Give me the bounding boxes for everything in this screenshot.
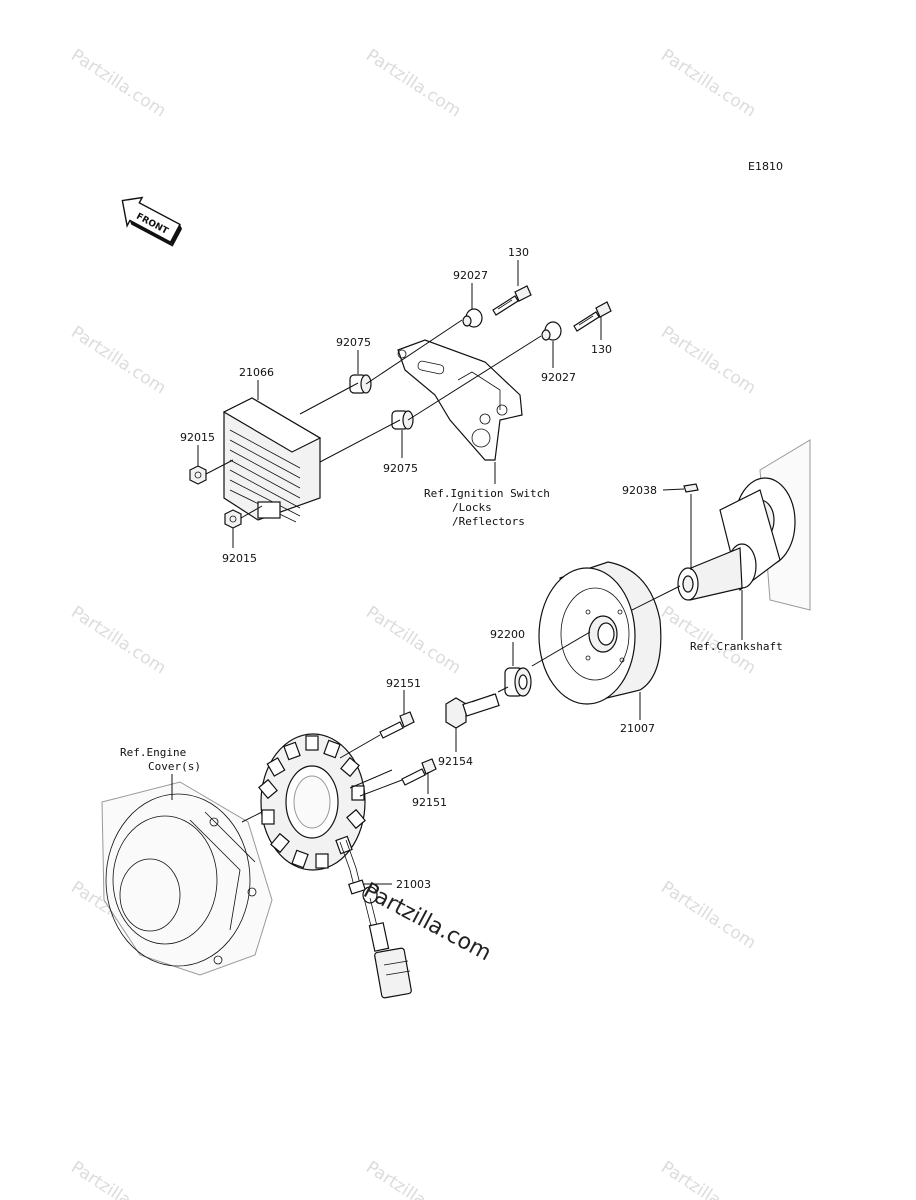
- watermark: Partzilla.com: [362, 1157, 464, 1200]
- watermark: Partzilla.com: [67, 322, 169, 398]
- label-92200: 92200: [490, 628, 525, 641]
- ref-engine: Ref.Engine: [120, 746, 186, 759]
- label-21007: 21007: [620, 722, 655, 735]
- bolt-130-right: [573, 301, 612, 332]
- label-92075-bottom: 92075: [383, 462, 418, 475]
- watermark: Partzilla.com: [657, 877, 759, 953]
- reference-labels: Ref.Ignition Switch /Locks /Reflectors R…: [120, 487, 783, 773]
- rotor-flywheel: [538, 561, 662, 705]
- label-130-top: 130: [508, 246, 529, 259]
- watermark: Partzilla.com: [362, 602, 464, 678]
- bolt-92154: [445, 693, 500, 729]
- bolt-92151-right: [401, 758, 437, 786]
- nut-92015-top: [189, 465, 207, 485]
- ref-locks: /Locks: [452, 501, 492, 514]
- washer-92027-top: [462, 308, 483, 328]
- ref-reflectors: /Reflectors: [452, 515, 525, 528]
- mounting-bracket: [397, 339, 523, 484]
- key-92038: [683, 483, 699, 493]
- label-92015-top: 92015: [180, 431, 215, 444]
- ref-engine-covers: Cover(s): [148, 760, 201, 773]
- label-21066: 21066: [239, 366, 274, 379]
- label-92075-top: 92075: [336, 336, 371, 349]
- diagram-code: E1810: [748, 160, 783, 173]
- bolt-130-top: [492, 285, 532, 316]
- washer-92027-right: [541, 321, 562, 341]
- watermark: Partzilla.com: [657, 1157, 759, 1200]
- watermark: Partzilla.com: [657, 322, 759, 398]
- watermark: Partzilla.com: [67, 602, 169, 678]
- watermark: Partzilla.com: [362, 45, 464, 121]
- ref-ignition-switch: Ref.Ignition Switch: [424, 487, 550, 500]
- engine-cover-ref: [101, 781, 273, 976]
- part-labels: 130 92027 130 92027 92075 92075 21066 92…: [180, 246, 657, 891]
- label-130-right: 130: [591, 343, 612, 356]
- watermark: Partzilla.com: [657, 45, 759, 121]
- label-92154: 92154: [438, 755, 473, 768]
- nut-92015-bottom: [224, 509, 242, 529]
- label-92038: 92038: [622, 484, 657, 497]
- ref-crankshaft: Ref.Crankshaft: [690, 640, 783, 653]
- label-92151-right: 92151: [412, 796, 447, 809]
- label-92015-bottom: 92015: [222, 552, 257, 565]
- stator-coil: [258, 733, 412, 999]
- front-arrow-icon: FRONT: [121, 196, 183, 247]
- crankshaft-ref: [677, 439, 811, 611]
- label-92027-top: 92027: [453, 269, 488, 282]
- label-92027-right: 92027: [541, 371, 576, 384]
- watermark: Partzilla.com: [67, 1157, 169, 1200]
- washer-92200: [504, 667, 532, 697]
- label-92151-top: 92151: [386, 677, 421, 690]
- regulator-rectifier: [222, 397, 322, 523]
- watermark: Partzilla.com: [67, 45, 169, 121]
- label-21003: 21003: [396, 878, 431, 891]
- grommet-92075-bottom: [391, 410, 414, 430]
- grommet-92075-top: [349, 374, 372, 394]
- leader-lines: [171, 260, 743, 885]
- bolt-92151-top: [379, 711, 415, 739]
